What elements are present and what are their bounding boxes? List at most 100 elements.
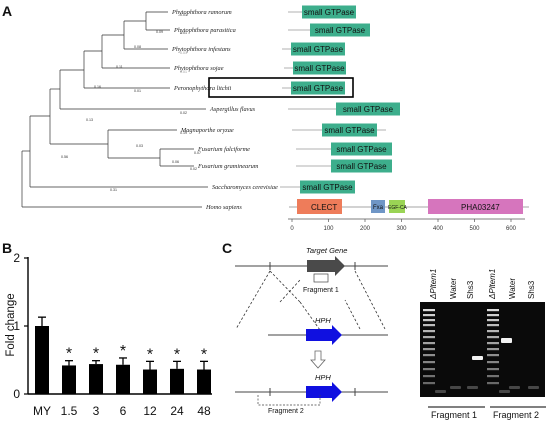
small-gtpase-domain [291,81,345,95]
ladder-band [423,382,435,385]
branch-length-label: 0.01 [180,13,187,17]
panel-label-c: C [222,240,232,256]
small-gtpase-label: small GTPase [294,64,345,73]
small-gtpase-label: small GTPase [293,45,344,54]
x-tick-label: 6 [120,404,127,418]
gel-lane-label: Water [508,278,517,299]
ladder-band [423,361,435,364]
gel-lane-label: ΔPltem1 [488,269,497,300]
branch-length-label: 0.01 [180,70,187,74]
branch-length-label: 0.01 [134,89,141,93]
egf-ca-label: EGF-CA [388,205,408,211]
branch-length-label: 0.13 [86,118,93,122]
ladder-band [487,382,499,385]
gel-lane-label: Shs3 [527,280,536,299]
bar [35,326,49,394]
ladder-band [423,348,435,351]
species-label: Aspergillus flavus [209,106,256,113]
branch-length-label: 0.06 [172,160,179,164]
ladder-band [423,330,435,333]
panel-label-a: A [2,3,12,19]
branch-length-label: 0.02 [180,111,187,115]
small-gtpase-label: small GTPase [324,126,375,135]
ladder-band [487,354,499,357]
knockout-schematic: Target Gene Fragment 1 HPH HPH Fragment … [235,246,388,415]
ladder-band [423,342,435,345]
significance-star: * [93,346,99,363]
target-gene-arrow [307,256,345,276]
highlight-box [208,77,354,98]
branch-length-label: 0.16 [94,85,101,89]
species-label: Phytophthora sojae [173,65,224,72]
down-arrow-icon [310,350,326,369]
small-gtpase-domain [302,5,356,19]
y-tick-label: 1 [13,319,20,333]
panel-label-b: B [2,240,12,256]
axis-tick-label: 400 [433,226,444,232]
ladder-band [487,324,499,327]
branch-length-label: 0.19 [180,131,187,135]
small-gtpase-domain [300,180,355,194]
branch-length-label: 0.09 [156,30,163,34]
branch-length-label: 0.01 [180,31,187,35]
clect-domain [297,199,342,214]
x-tick-label: 48 [197,404,211,418]
significance-star: * [147,346,153,363]
bar [197,369,211,394]
domain-architecture: small GTPase small GTPase small GTPase smal… [280,5,400,194]
fxa-domain [371,200,385,213]
ladder-band [487,342,499,345]
bar [62,365,76,394]
species-label: Homo sapiens [205,204,242,211]
human-domain-architecture: CLECT Fxa EGF-CA PHA03247 [289,199,529,214]
hph-arrow-bottom [306,382,342,402]
gel-lane-label: ΔPltem1 [429,269,438,300]
ladder-band [487,319,499,322]
significance-star: * [201,346,207,363]
hph-label-bottom: HPH [315,373,331,382]
y-axis-label: Fold change [5,293,17,356]
egf-ca-domain [389,200,405,213]
fragment1-bracket [313,273,329,283]
species-label: Phytophthora parasitica [173,27,236,34]
ladder-band [487,368,499,371]
bar [89,364,103,394]
ladder-band [423,309,435,312]
small-gtpase-label: small GTPase [302,183,353,192]
ladder-band [487,375,499,378]
fragment1-label: Fragment 1 [303,287,339,294]
branch-length-label: 0.03 [136,144,143,148]
x-tick-label: 1.5 [61,404,78,418]
target-gene-label: Target Gene [306,246,347,255]
small-gtpase-label: small GTPase [315,26,366,35]
branch-length-label: 0.08 [134,45,141,49]
axis-tick-label: 600 [506,226,517,232]
small-gtpase-label: small GTPase [304,8,355,17]
fxa-label: Fxa [373,205,384,211]
pha03247-domain [428,199,523,214]
ladder-band [423,375,435,378]
species-label: Saccharomyces cerevisiae [212,184,278,191]
branch-length-label: 0.31 [110,188,117,192]
ladder-band [423,319,435,322]
small-gtpase-domain [291,42,345,56]
small-gtpase-label: small GTPase [336,145,387,154]
small-gtpase-domain [331,142,392,156]
fragment2-label: Fragment 2 [268,408,304,415]
gel-group-1-label: Fragment 1 [431,410,477,420]
branch-length-label: 0.56 [61,155,68,159]
gel-lane-label: Shs3 [466,280,475,299]
branch-length-label: 0.01 [180,51,187,55]
x-tick-label: 12 [143,404,157,418]
bar [116,364,130,394]
small-gtpase-domain [310,23,370,37]
axis-tick-label: 300 [396,226,407,232]
ladder-band [423,314,435,317]
hph-arrow-middle [306,325,342,345]
hph-label-middle: HPH [315,316,331,325]
gel-group-2-label: Fragment 2 [493,410,539,420]
ladder-band [487,309,499,312]
